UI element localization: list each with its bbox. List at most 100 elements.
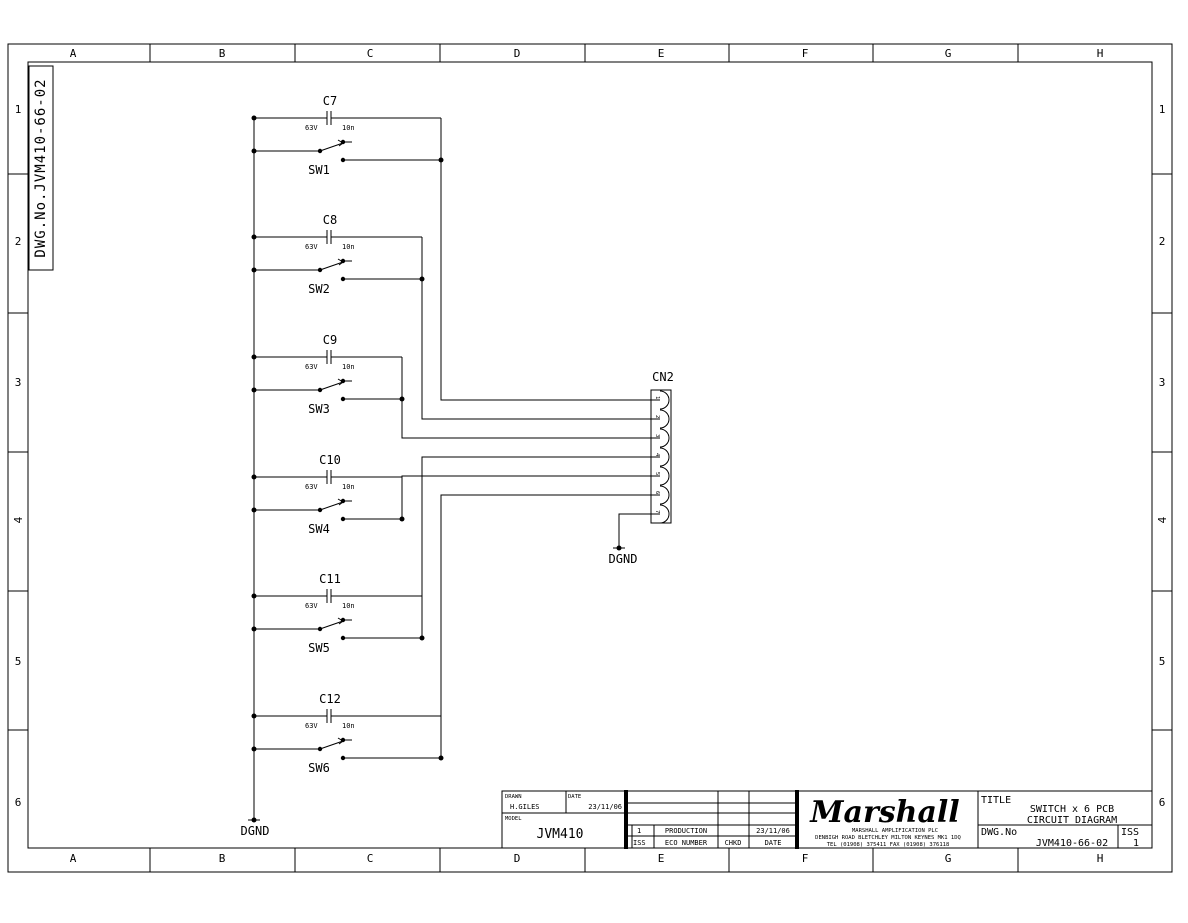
capacitor-voltage: 63V bbox=[305, 722, 318, 730]
switch-label: SW5 bbox=[308, 641, 330, 655]
zone-bottom-h: H bbox=[1097, 852, 1104, 865]
connector-pin-arc bbox=[659, 447, 670, 467]
junction-dot bbox=[251, 267, 257, 273]
connector-pin-number: 4 bbox=[654, 453, 660, 457]
connector-pin-number: 5 bbox=[654, 472, 660, 475]
junction-dot bbox=[251, 474, 257, 480]
connector-pin-arc bbox=[659, 390, 670, 410]
switch-label: SW2 bbox=[308, 282, 330, 296]
col-eco: ECO NUMBER bbox=[665, 839, 708, 847]
connector-pin-number: 7 bbox=[654, 510, 660, 513]
zone-right-6: 6 bbox=[1159, 796, 1166, 809]
junction-dot bbox=[251, 354, 257, 360]
zone-bottom-c: C bbox=[367, 852, 374, 865]
zone-bottom-f: F bbox=[802, 852, 809, 865]
junction-dot bbox=[251, 746, 257, 752]
dwg-label: DWG.No bbox=[981, 827, 1017, 838]
connector-name: CN2 bbox=[652, 370, 674, 384]
zone-top-d: D bbox=[514, 47, 521, 60]
vertical-dwg-label: DWG.No.JVM410-66-02 bbox=[28, 65, 54, 271]
capacitor-voltage: 63V bbox=[305, 602, 318, 610]
ground-connector: DGND bbox=[609, 513, 651, 566]
zone-top-b: B bbox=[219, 47, 226, 60]
zone-bottom-d: D bbox=[514, 852, 521, 865]
zone-right-3: 3 bbox=[1159, 376, 1166, 389]
junction-dot bbox=[251, 234, 257, 240]
zone-left-2: 2 bbox=[15, 235, 22, 248]
capacitor-voltage: 63V bbox=[305, 124, 318, 132]
connector-pin-arc bbox=[659, 428, 670, 448]
zone-top-g: G bbox=[945, 47, 952, 60]
capacitor-voltage: 63V bbox=[305, 363, 318, 371]
switch-lever bbox=[319, 142, 344, 152]
zone-left-6: 6 bbox=[15, 796, 22, 809]
sheet-border bbox=[7, 43, 1173, 873]
capacitor-label: C9 bbox=[323, 333, 337, 347]
zone-top-c: C bbox=[367, 47, 374, 60]
zone-labels: A B C D E F G H A B C D E F G H 1 2 3 4 … bbox=[12, 47, 1169, 865]
capacitor-label: C11 bbox=[319, 572, 341, 586]
connector-wire bbox=[401, 475, 651, 477]
rev-iss: 1 bbox=[637, 827, 641, 835]
zone-right-1: 1 bbox=[1159, 103, 1166, 116]
switch-label: SW1 bbox=[308, 163, 330, 177]
capacitor-value: 10n bbox=[342, 124, 355, 132]
zone-bottom-a: A bbox=[70, 852, 77, 865]
zone-right-4: 4 bbox=[1156, 516, 1169, 523]
capacitor-voltage: 63V bbox=[305, 483, 318, 491]
junction-dot bbox=[251, 713, 257, 719]
connector-wire bbox=[421, 279, 651, 420]
zone-top-e: E bbox=[658, 47, 665, 60]
drawn-label: DRAWN bbox=[505, 794, 522, 800]
connector-wires bbox=[401, 160, 651, 716]
connector-pin-number: 3 bbox=[654, 434, 660, 437]
zone-top-h: H bbox=[1097, 47, 1104, 60]
col-iss: ISS bbox=[633, 839, 646, 847]
dwg-number: JVM410-66-02 bbox=[1036, 838, 1108, 849]
switch-lever bbox=[319, 261, 344, 271]
switch-label: SW6 bbox=[308, 761, 330, 775]
junction-dot bbox=[251, 507, 257, 513]
company-line1: MARSHALL AMPLIFICATION PLC bbox=[852, 828, 938, 834]
col-date: DATE bbox=[765, 839, 782, 847]
iss-label: ISS bbox=[1121, 827, 1139, 838]
connector-wire bbox=[421, 456, 651, 596]
switch-lever bbox=[319, 381, 344, 391]
zone-left-5: 5 bbox=[15, 655, 22, 668]
capacitor-value: 10n bbox=[342, 602, 355, 610]
capacitor-voltage: 63V bbox=[305, 243, 318, 251]
switch-lever bbox=[319, 620, 344, 630]
switch-lever bbox=[319, 740, 344, 750]
ground-left: DGND bbox=[241, 817, 269, 838]
zone-bottom-g: G bbox=[945, 852, 952, 865]
capacitor-value: 10n bbox=[342, 243, 355, 251]
connector-pin-arc bbox=[659, 485, 670, 505]
connector-pin-number: 6 bbox=[654, 491, 660, 494]
capacitor-value: 10n bbox=[342, 363, 355, 371]
connector-pin-arc bbox=[659, 504, 670, 524]
connector-wire bbox=[401, 399, 651, 439]
zone-right-5: 5 bbox=[1159, 655, 1166, 668]
title-line2: CIRCUIT DIAGRAM bbox=[1027, 815, 1117, 826]
capacitor-label: C7 bbox=[323, 94, 337, 108]
junction-dot bbox=[399, 516, 405, 522]
title-line1: SWITCH x 6 PCB bbox=[1030, 804, 1114, 815]
switch-label: SW4 bbox=[308, 522, 330, 536]
connector-pin-number: 1 bbox=[654, 396, 660, 399]
connector-pin-arc bbox=[659, 409, 670, 429]
capacitor-label: C10 bbox=[319, 453, 341, 467]
junction-dot bbox=[251, 115, 257, 121]
switch-label: SW3 bbox=[308, 402, 330, 416]
connector-wire bbox=[440, 494, 651, 716]
capacitor-value: 10n bbox=[342, 722, 355, 730]
ground-connector-label: DGND bbox=[609, 552, 638, 566]
vertical-dwg-number: DWG.No.JVM410-66-02 bbox=[33, 78, 49, 257]
title-label: TITLE bbox=[981, 795, 1011, 806]
junction-dot bbox=[419, 635, 425, 641]
